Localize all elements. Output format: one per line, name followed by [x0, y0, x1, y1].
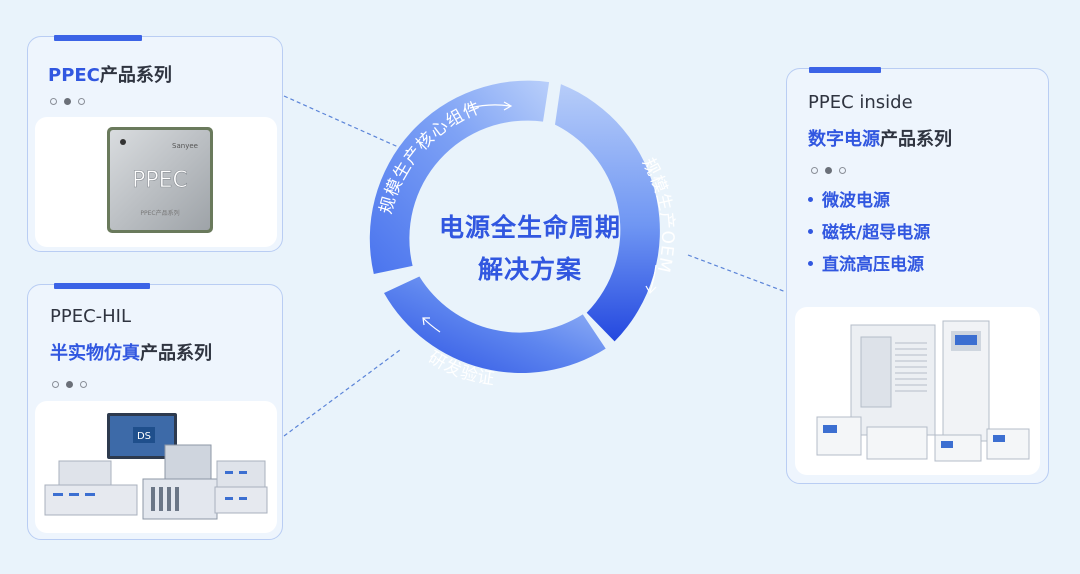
product-image-panel: [795, 307, 1040, 475]
center-subtitle: 解决方案: [477, 255, 582, 284]
card-title: PPEC inside: [808, 92, 913, 113]
carousel-dot-active[interactable]: [825, 167, 832, 174]
ring-segment-right: [555, 84, 660, 342]
chip-image: Sanyee PPEC PPEC产品系列: [107, 127, 213, 233]
arrow-top-head-icon: [503, 101, 513, 111]
feature-list: 微波电源 磁铁/超导电源 直流高压电源: [808, 185, 930, 281]
connector-bottom-left: [283, 349, 401, 437]
carousel-dot[interactable]: [80, 381, 87, 388]
carousel-dots[interactable]: [811, 167, 846, 174]
chip-label: PPEC: [132, 168, 188, 193]
card-title: PPEC产品系列: [48, 65, 172, 86]
arrow-top-icon: [469, 104, 511, 109]
arrow-right-icon: [649, 264, 657, 293]
card-accent-bar: [809, 67, 881, 73]
feature-item: 微波电源: [808, 185, 930, 217]
carousel-dot[interactable]: [811, 167, 818, 174]
hil-equipment-image: DS: [44, 413, 268, 520]
arrow-right-head-icon: [645, 285, 657, 294]
chip-brand: Sanyee: [172, 142, 198, 150]
carousel-dot[interactable]: [839, 167, 846, 174]
power-supply-image: [816, 320, 1030, 462]
carousel-dot[interactable]: [78, 98, 85, 105]
feature-item: 直流高压电源: [808, 249, 930, 281]
card-ppec-series[interactable]: PPEC产品系列 Sanyee PPEC PPEC产品系列: [27, 35, 283, 252]
card-ppec-inside[interactable]: PPEC inside 数字电源产品系列 微波电源 磁铁/超导电源 直流高压电源: [786, 67, 1049, 484]
card-accent-bar: [54, 35, 142, 41]
carousel-dot[interactable]: [52, 381, 59, 388]
carousel-dot-active[interactable]: [66, 381, 73, 388]
arrow-bottom-icon: [422, 317, 441, 333]
product-image-panel: DS: [35, 401, 277, 533]
ring-segment-bottom-left: [384, 276, 606, 373]
chip-small-text: PPEC产品系列: [140, 209, 179, 217]
feature-item: 磁铁/超导电源: [808, 217, 930, 249]
carousel-dot[interactable]: [50, 98, 57, 105]
carousel-dots[interactable]: [50, 98, 85, 105]
card-subtitle: 数字电源产品系列: [808, 129, 952, 150]
connector-right: [687, 254, 787, 293]
card-accent-bar: [54, 283, 150, 289]
screen-label: DS: [137, 431, 151, 442]
bullet-icon: [808, 228, 813, 234]
center-title: 电源全生命周期: [438, 213, 621, 242]
bullet-icon: [808, 196, 813, 202]
carousel-dot-active[interactable]: [64, 98, 71, 105]
bullet-icon: [808, 260, 813, 266]
connector-top-left: [283, 95, 406, 151]
card-ppec-hil[interactable]: PPEC-HIL 半实物仿真产品系列 DS: [27, 283, 283, 540]
card-subtitle: 半实物仿真产品系列: [50, 343, 212, 364]
ring-segment-top-left: [369, 80, 550, 275]
arrow-bottom-head-icon: [422, 317, 430, 326]
carousel-dots[interactable]: [52, 381, 87, 388]
card-title: PPEC-HIL: [50, 306, 132, 327]
product-image-panel: Sanyee PPEC PPEC产品系列: [35, 117, 277, 247]
